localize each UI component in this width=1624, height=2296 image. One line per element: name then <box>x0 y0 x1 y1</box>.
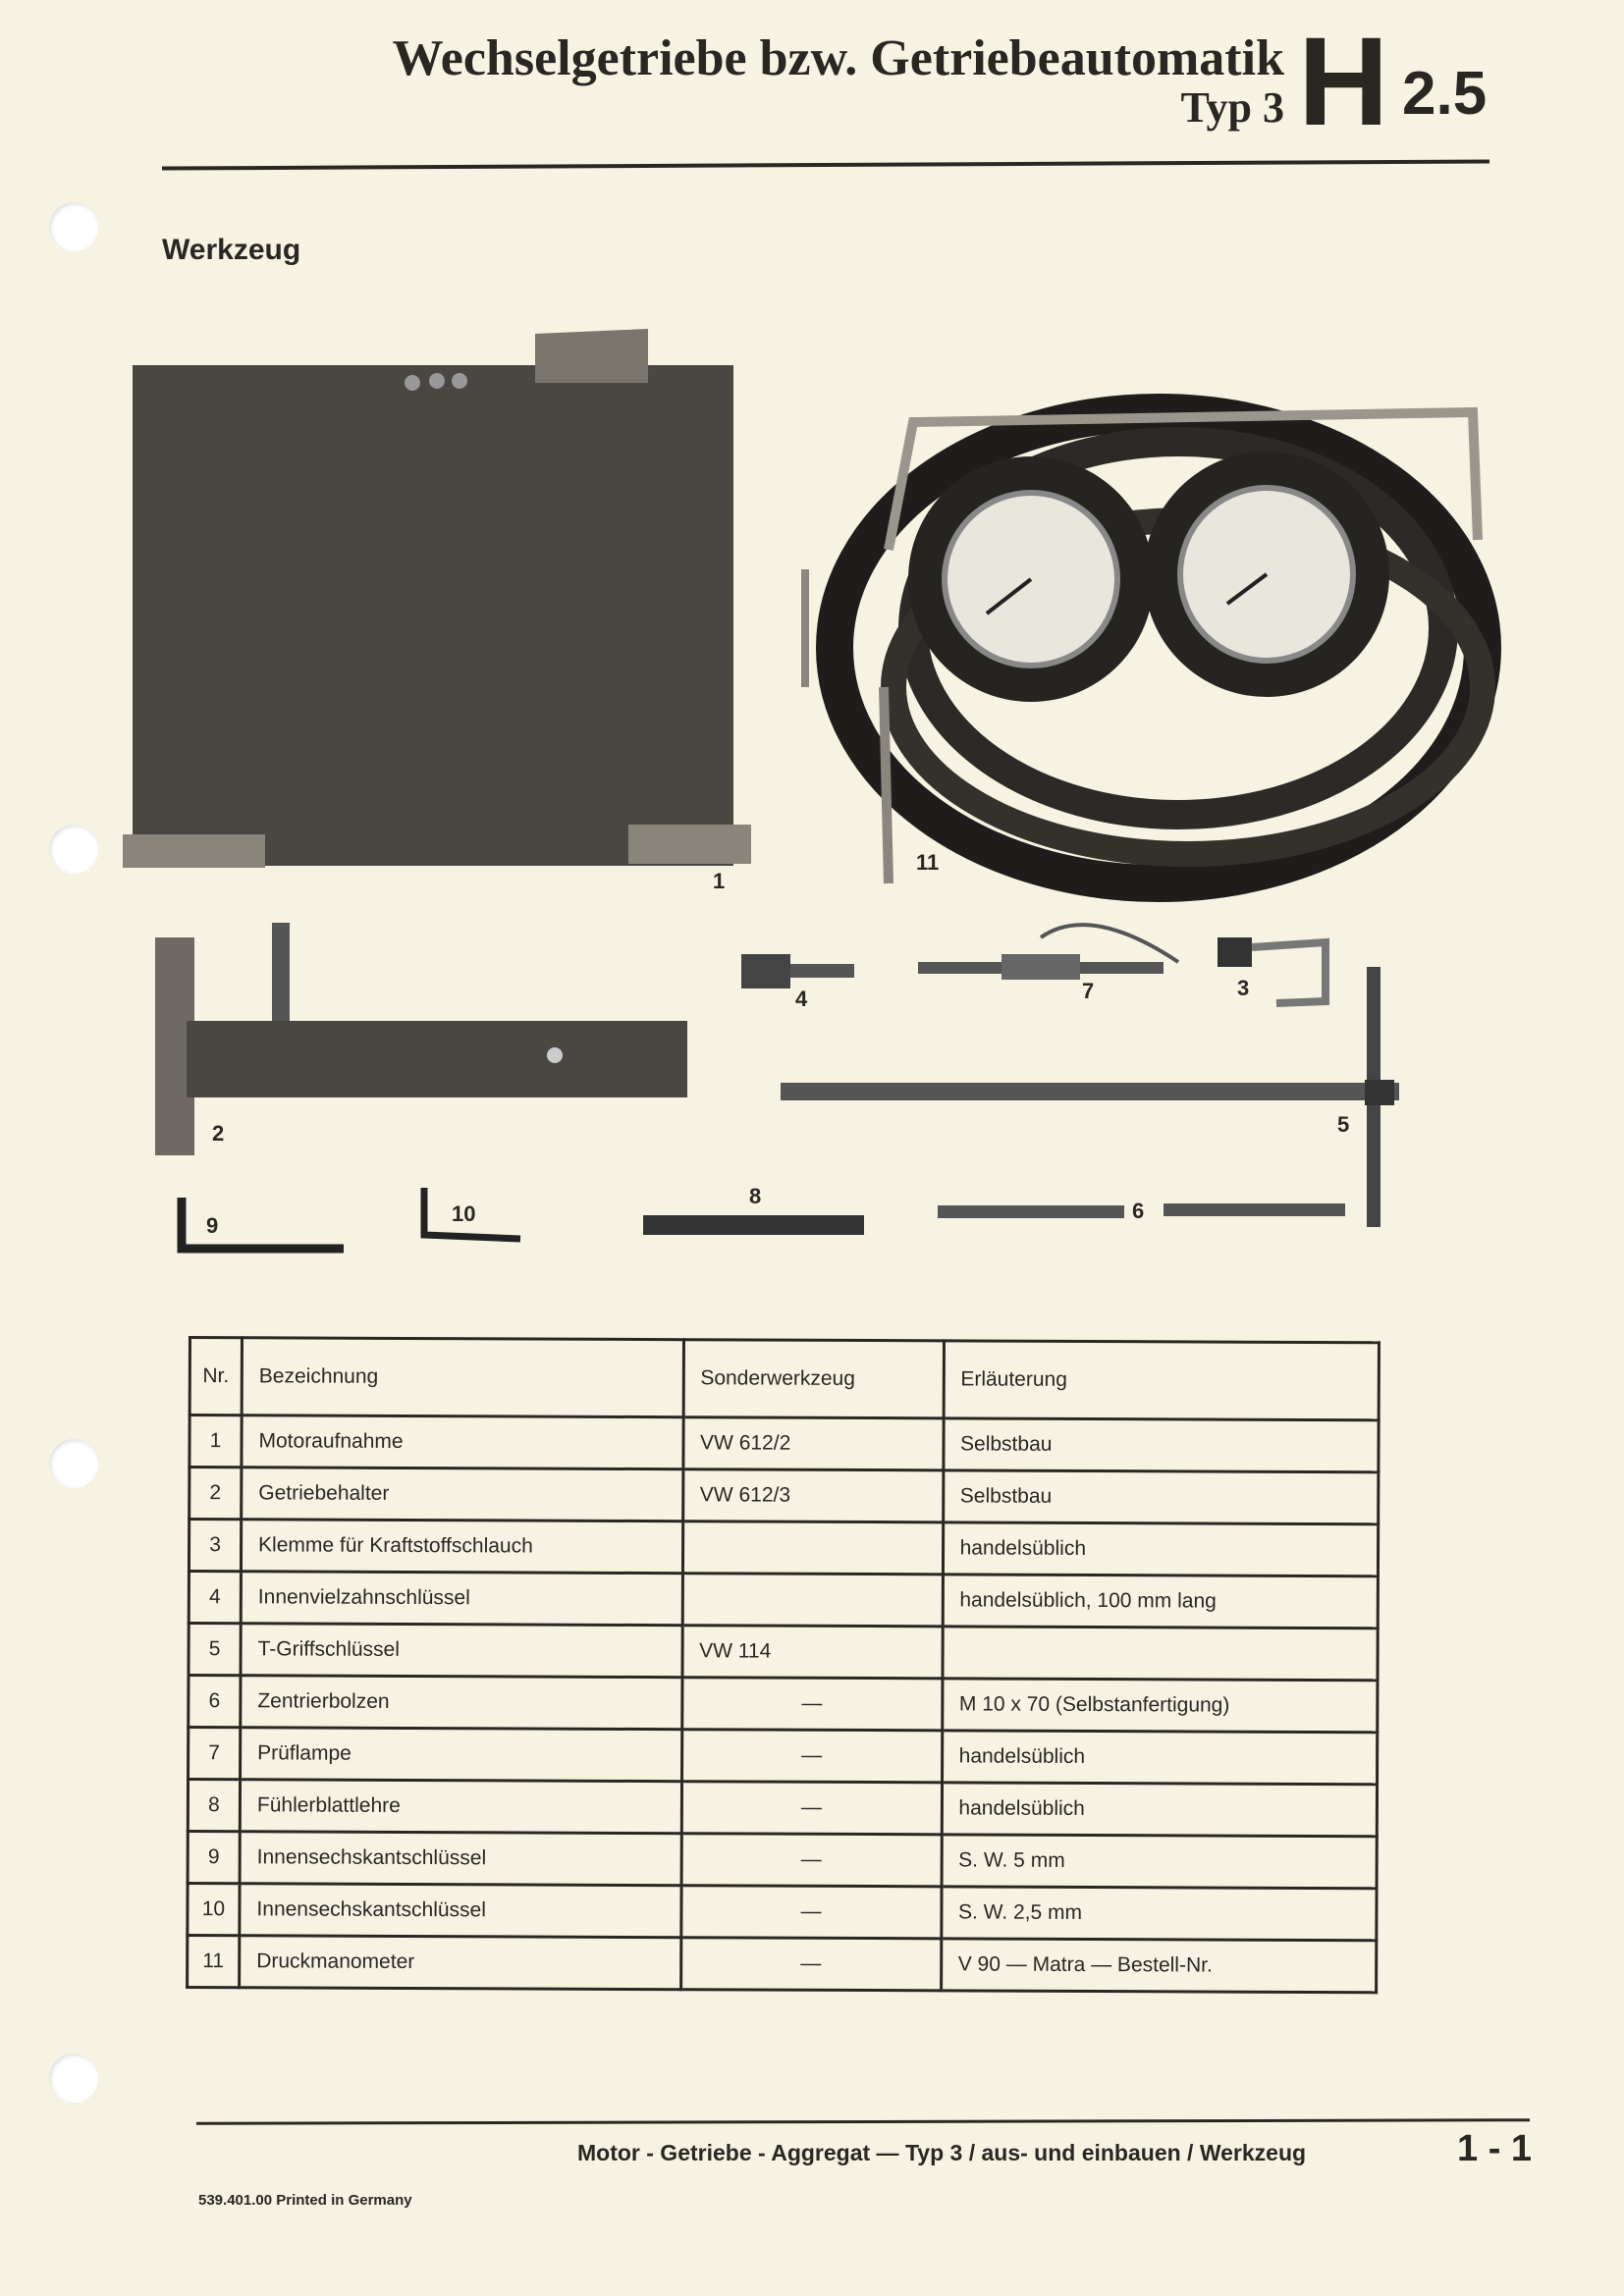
figure-label: 5 <box>1337 1112 1350 1137</box>
cell-special-tool: VW 612/3 <box>682 1468 944 1522</box>
cell-note: V 90 — Matra — Bestell-Nr. <box>941 1938 1377 1993</box>
col-header-nr: Nr. <box>189 1337 243 1415</box>
cell-nr: 10 <box>187 1883 241 1936</box>
hose-clamp-tool <box>1218 937 1329 1007</box>
cell-nr: 9 <box>188 1831 241 1884</box>
cell-note: handelsüblich <box>942 1522 1379 1576</box>
punch-hole <box>49 202 98 251</box>
section-number: 2.5 <box>1402 60 1488 128</box>
punch-hole <box>49 2054 98 2103</box>
section-heading: Werkzeug <box>162 234 301 266</box>
tools-photo <box>123 329 1501 1254</box>
tools-table: Nr. Bezeichnung Sonderwerkzeug Erläuteru… <box>186 1336 1380 1994</box>
cell-special-tool: — <box>680 1937 942 1991</box>
cell-nr: 4 <box>189 1571 242 1624</box>
cell-special-tool <box>681 1521 944 1575</box>
pressure-gauge-tool <box>801 394 1501 902</box>
cell-note: S. W. 2,5 mm <box>941 1886 1378 1941</box>
engine-mount-tool <box>123 329 751 868</box>
cell-nr: 6 <box>188 1675 241 1728</box>
page-title: Wechselgetriebe bzw. Getriebeautomatik <box>392 30 1284 86</box>
cell-note: Selbstbau <box>943 1469 1379 1524</box>
page-number: 1 - 1 <box>1457 2128 1533 2169</box>
cell-special-tool: — <box>680 1833 942 1887</box>
cell-special-tool: — <box>680 1781 943 1835</box>
section-letter: H <box>1298 12 1389 152</box>
cell-special-tool: VW 612/2 <box>682 1416 944 1470</box>
cell-note: handelsüblich, 100 mm lang <box>942 1574 1379 1629</box>
col-header-special-tool: Sonderwerkzeug <box>682 1339 945 1418</box>
cell-note: S. W. 5 mm <box>941 1834 1378 1889</box>
cell-nr: 1 <box>189 1415 243 1468</box>
punch-hole <box>49 1439 98 1488</box>
cell-name: Zentrierbolzen <box>240 1675 682 1730</box>
cell-note: handelsüblich <box>941 1782 1378 1837</box>
figure-label: 2 <box>212 1121 225 1146</box>
cell-name: Innensechskantschlüssel <box>239 1883 681 1938</box>
t-handle-wrench-tool <box>781 967 1399 1227</box>
footer-rule <box>195 2118 1531 2125</box>
figure-label: 9 <box>206 1213 219 1238</box>
cell-name: Innensechskantschlüssel <box>240 1831 681 1886</box>
cell-special-tool: — <box>681 1729 943 1783</box>
cell-name: Druckmanometer <box>239 1935 681 1990</box>
table-header-row: Nr. Bezeichnung Sonderwerkzeug Erläuteru… <box>189 1337 1380 1420</box>
test-lamp-tool <box>918 923 1180 980</box>
cell-special-tool: — <box>680 1885 942 1939</box>
col-header-note: Erläuterung <box>943 1340 1380 1420</box>
cell-note: Selbstbau <box>943 1417 1380 1472</box>
cell-name: Innenvielzahnschlüssel <box>241 1571 682 1626</box>
figure-label: 11 <box>916 850 940 875</box>
cell-name: Motoraufnahme <box>241 1415 683 1469</box>
cell-name: Klemme für Kraftstoffschlauch <box>241 1519 683 1574</box>
cell-special-tool <box>681 1573 943 1627</box>
centering-bolt-tool <box>938 1203 1345 1218</box>
cell-nr: 2 <box>189 1467 242 1520</box>
figure-label: 7 <box>1082 979 1095 1003</box>
figure-label: 1 <box>713 869 726 893</box>
page-subtitle: Typ 3 <box>1180 83 1284 132</box>
figure-label: 6 <box>1132 1199 1145 1223</box>
cell-nr: 3 <box>189 1519 242 1572</box>
hex-key-2-5mm-tool <box>420 1188 521 1243</box>
feeler-gauge-tool <box>643 1215 864 1235</box>
figure-label: 3 <box>1237 976 1250 1000</box>
spline-key-tool <box>741 954 854 988</box>
cell-name: T-Griffschlüssel <box>240 1623 682 1678</box>
cell-nr: 8 <box>188 1779 241 1832</box>
punch-hole <box>49 825 98 874</box>
print-info: 539.401.00 Printed in Germany <box>198 2192 412 2209</box>
cell-nr: 7 <box>188 1727 241 1780</box>
figure-label: 4 <box>795 987 808 1011</box>
footer-text: Motor - Getriebe - Aggregat — Typ 3 / au… <box>577 2140 1307 2165</box>
cell-name: Fühlerblattlehre <box>240 1779 682 1834</box>
cell-nr: 11 <box>187 1935 240 1988</box>
hex-key-5mm-tool <box>177 1198 344 1254</box>
gearbox-holder-tool <box>155 923 687 1155</box>
cell-name: Prüflampe <box>240 1727 682 1782</box>
cell-nr: 5 <box>188 1623 242 1676</box>
cell-name: Getriebehalter <box>241 1467 683 1522</box>
figure-label: 8 <box>749 1184 762 1208</box>
cell-note: handelsüblich <box>942 1730 1378 1785</box>
col-header-name: Bezeichnung <box>242 1337 684 1417</box>
figure-label: 10 <box>452 1201 476 1226</box>
cell-note: M 10 x 70 (Selbstanfertigung) <box>942 1678 1378 1733</box>
cell-special-tool: VW 114 <box>681 1625 943 1679</box>
cell-note <box>942 1626 1379 1681</box>
cell-special-tool: — <box>681 1677 943 1731</box>
